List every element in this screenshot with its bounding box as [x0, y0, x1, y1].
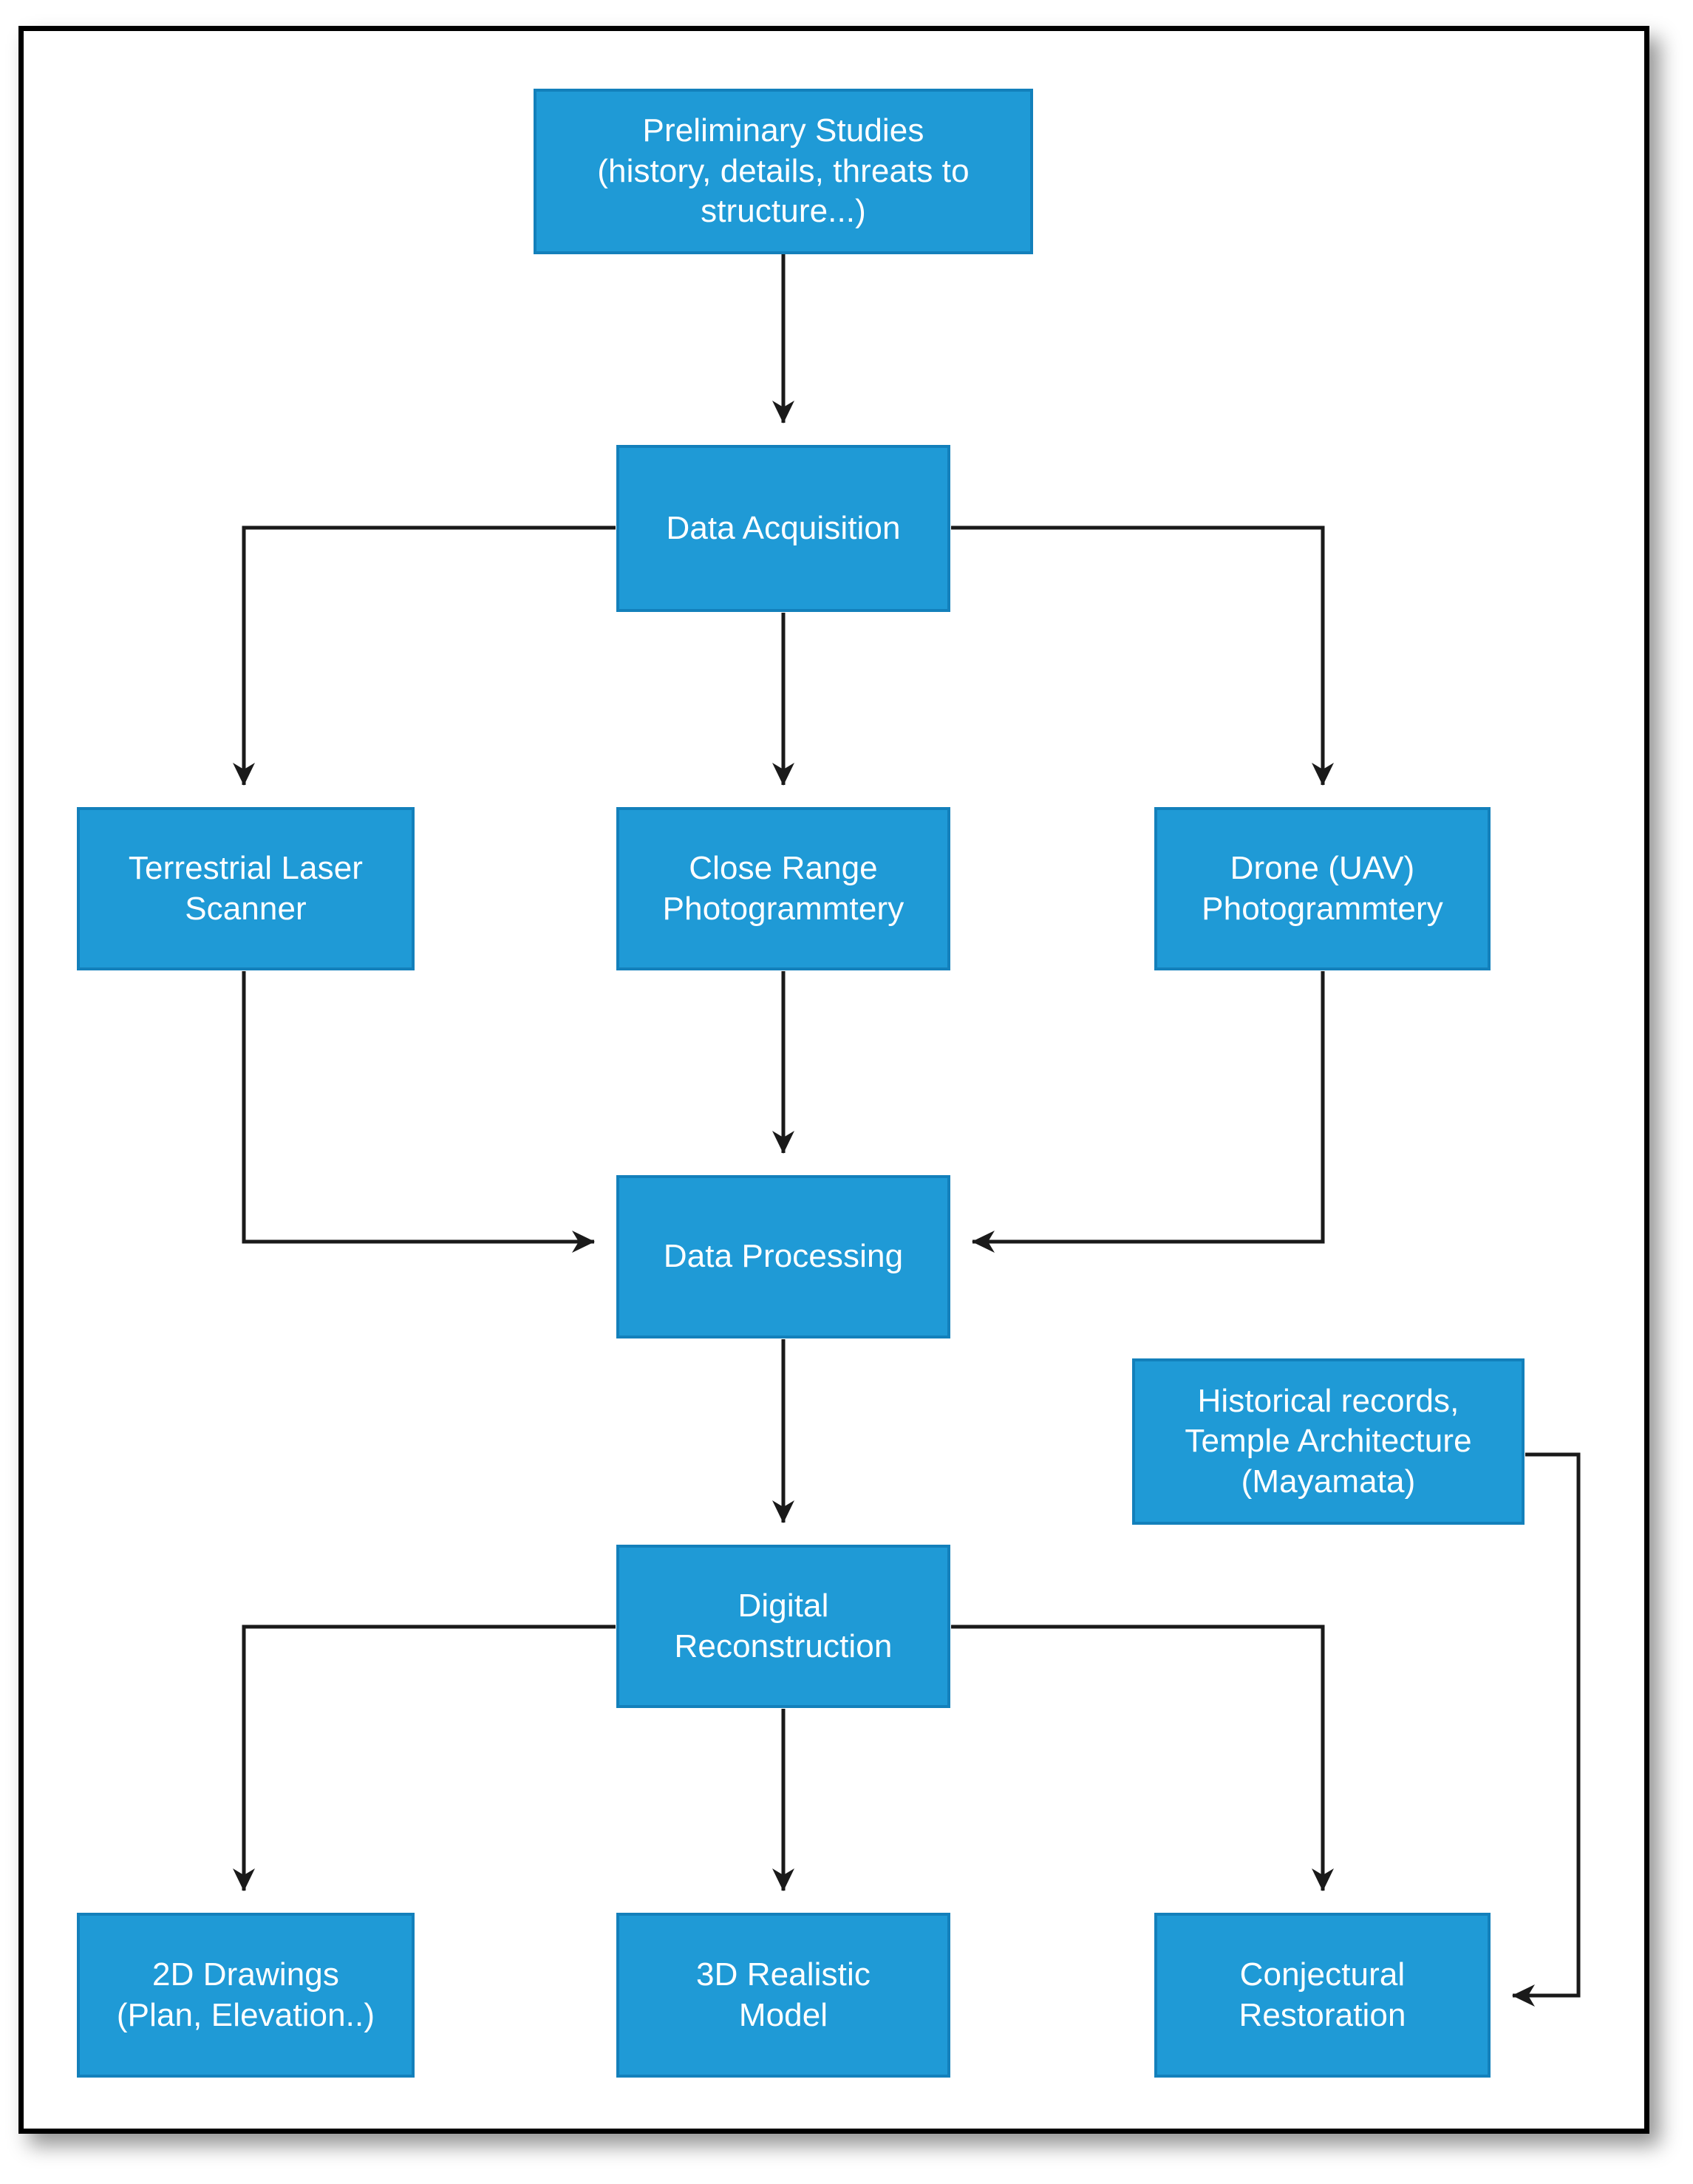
node-digital-reconstruction[interactable]: Digital Reconstruction [616, 1545, 950, 1708]
node-digital-reconstruction-label: Digital Reconstruction [674, 1587, 893, 1664]
node-3d-realistic-model[interactable]: 3D Realistic Model [616, 1913, 950, 2078]
node-terrestrial-laser-scanner-label: Terrestrial Laser Scanner [128, 849, 364, 927]
node-2d-drawings[interactable]: 2D Drawings (Plan, Elevation..) [77, 1913, 415, 2078]
node-preliminary-studies-label: Preliminary Studies (history, details, t… [597, 112, 970, 230]
node-data-acquisition-label: Data Acquisition [666, 509, 901, 546]
node-data-acquisition[interactable]: Data Acquisition [616, 445, 950, 612]
node-3d-realistic-model-label: 3D Realistic Model [696, 1956, 871, 2033]
node-conjectural-restoration[interactable]: Conjectural Restoration [1154, 1913, 1491, 2078]
node-preliminary-studies[interactable]: Preliminary Studies (history, details, t… [534, 89, 1033, 254]
node-close-range-photogrammetry[interactable]: Close Range Photogrammtery [616, 807, 950, 970]
node-data-processing[interactable]: Data Processing [616, 1175, 950, 1338]
node-close-range-photogrammetry-label: Close Range Photogrammtery [662, 849, 905, 927]
diagram-frame [18, 26, 1649, 2134]
node-data-processing-label: Data Processing [663, 1238, 904, 1275]
node-terrestrial-laser-scanner[interactable]: Terrestrial Laser Scanner [77, 807, 415, 970]
node-drone-uav-photogrammetry[interactable]: Drone (UAV) Photogrammtery [1154, 807, 1491, 970]
node-historical-records-label: Historical records, Temple Architecture … [1185, 1382, 1472, 1500]
node-historical-records[interactable]: Historical records, Temple Architecture … [1132, 1358, 1525, 1525]
node-conjectural-restoration-label: Conjectural Restoration [1239, 1956, 1406, 2033]
node-drone-uav-photogrammetry-label: Drone (UAV) Photogrammtery [1202, 849, 1443, 927]
node-2d-drawings-label: 2D Drawings (Plan, Elevation..) [116, 1956, 375, 2033]
